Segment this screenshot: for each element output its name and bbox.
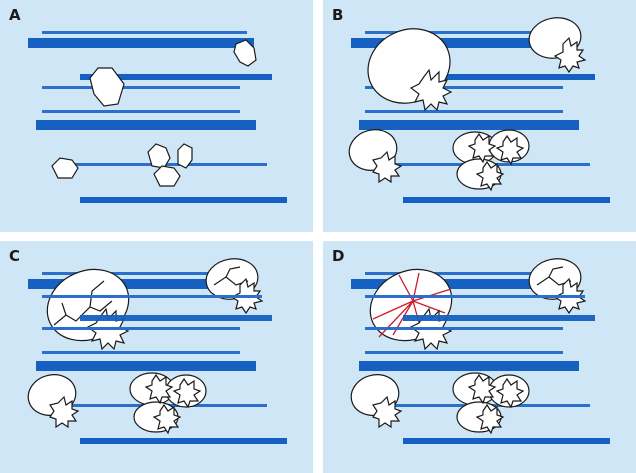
particle (89, 67, 125, 107)
lines-c-back (28, 272, 254, 289)
spiky-particle (172, 377, 202, 409)
cells-d-lower (350, 372, 530, 435)
particle (51, 157, 79, 179)
spiky-particle (372, 395, 403, 429)
panel-label: C (9, 247, 21, 265)
panel-d: D (323, 241, 636, 473)
spiky-particle (372, 150, 403, 184)
thin-line (42, 31, 247, 34)
thick-line (359, 120, 579, 130)
panel-c: C (0, 241, 313, 473)
particle (147, 143, 171, 169)
thin-line (365, 327, 563, 330)
spiky-particle (495, 134, 525, 166)
large-cell (46, 268, 130, 342)
thin-line (42, 272, 247, 275)
thick-line (403, 74, 595, 80)
thin-line (365, 110, 563, 113)
thick-line (80, 438, 287, 444)
thick-line (403, 315, 595, 321)
thin-line (365, 351, 563, 354)
lines-d-back (351, 272, 577, 289)
thick-line (351, 38, 577, 48)
thick-line (351, 279, 577, 289)
spiky-particle (475, 160, 505, 192)
spiky-particle (467, 373, 497, 405)
spiky-particle (553, 36, 587, 74)
thin-line (365, 272, 570, 275)
crack (53, 280, 113, 326)
thin-line (42, 86, 240, 89)
panel-a: A (0, 0, 313, 232)
thin-line (365, 31, 570, 34)
thin-line (42, 351, 240, 354)
thick-line (403, 438, 610, 444)
spiky-particle (467, 132, 497, 164)
panel-label: D (332, 247, 345, 265)
panel-label: B (332, 6, 344, 24)
thick-line (80, 315, 272, 321)
panel-c-drawing (27, 258, 287, 444)
thin-line (42, 327, 240, 330)
particle (177, 143, 193, 169)
panel-a-drawing (28, 31, 287, 203)
thin-line (365, 295, 585, 298)
spiky-particle (409, 68, 453, 112)
thin-line (42, 295, 262, 298)
thick-line (80, 74, 272, 80)
panel-b-drawing (348, 17, 610, 203)
spiky-particle (49, 395, 80, 429)
thin-line (42, 110, 240, 113)
cells-c (46, 258, 264, 351)
thick-line (36, 361, 256, 371)
panel-b: B (323, 0, 636, 232)
thin-line (365, 86, 563, 89)
thick-line (36, 120, 256, 130)
thick-line (359, 361, 579, 371)
spiky-particle (495, 377, 525, 409)
spiky-particle (152, 403, 182, 435)
thick-line (28, 38, 254, 48)
thick-line (80, 197, 287, 203)
red-crack (372, 272, 452, 338)
particle (233, 39, 257, 67)
cells-d (369, 258, 587, 351)
thick-line (28, 279, 254, 289)
panel-label: A (9, 6, 21, 24)
cells-c-lower (27, 372, 207, 435)
particles-a (51, 39, 257, 187)
cells-b (348, 17, 587, 192)
panel-d-drawing (350, 258, 610, 444)
thick-line (403, 197, 610, 203)
spiky-particle (475, 403, 505, 435)
spiky-particle (144, 373, 174, 405)
particle (153, 165, 181, 187)
